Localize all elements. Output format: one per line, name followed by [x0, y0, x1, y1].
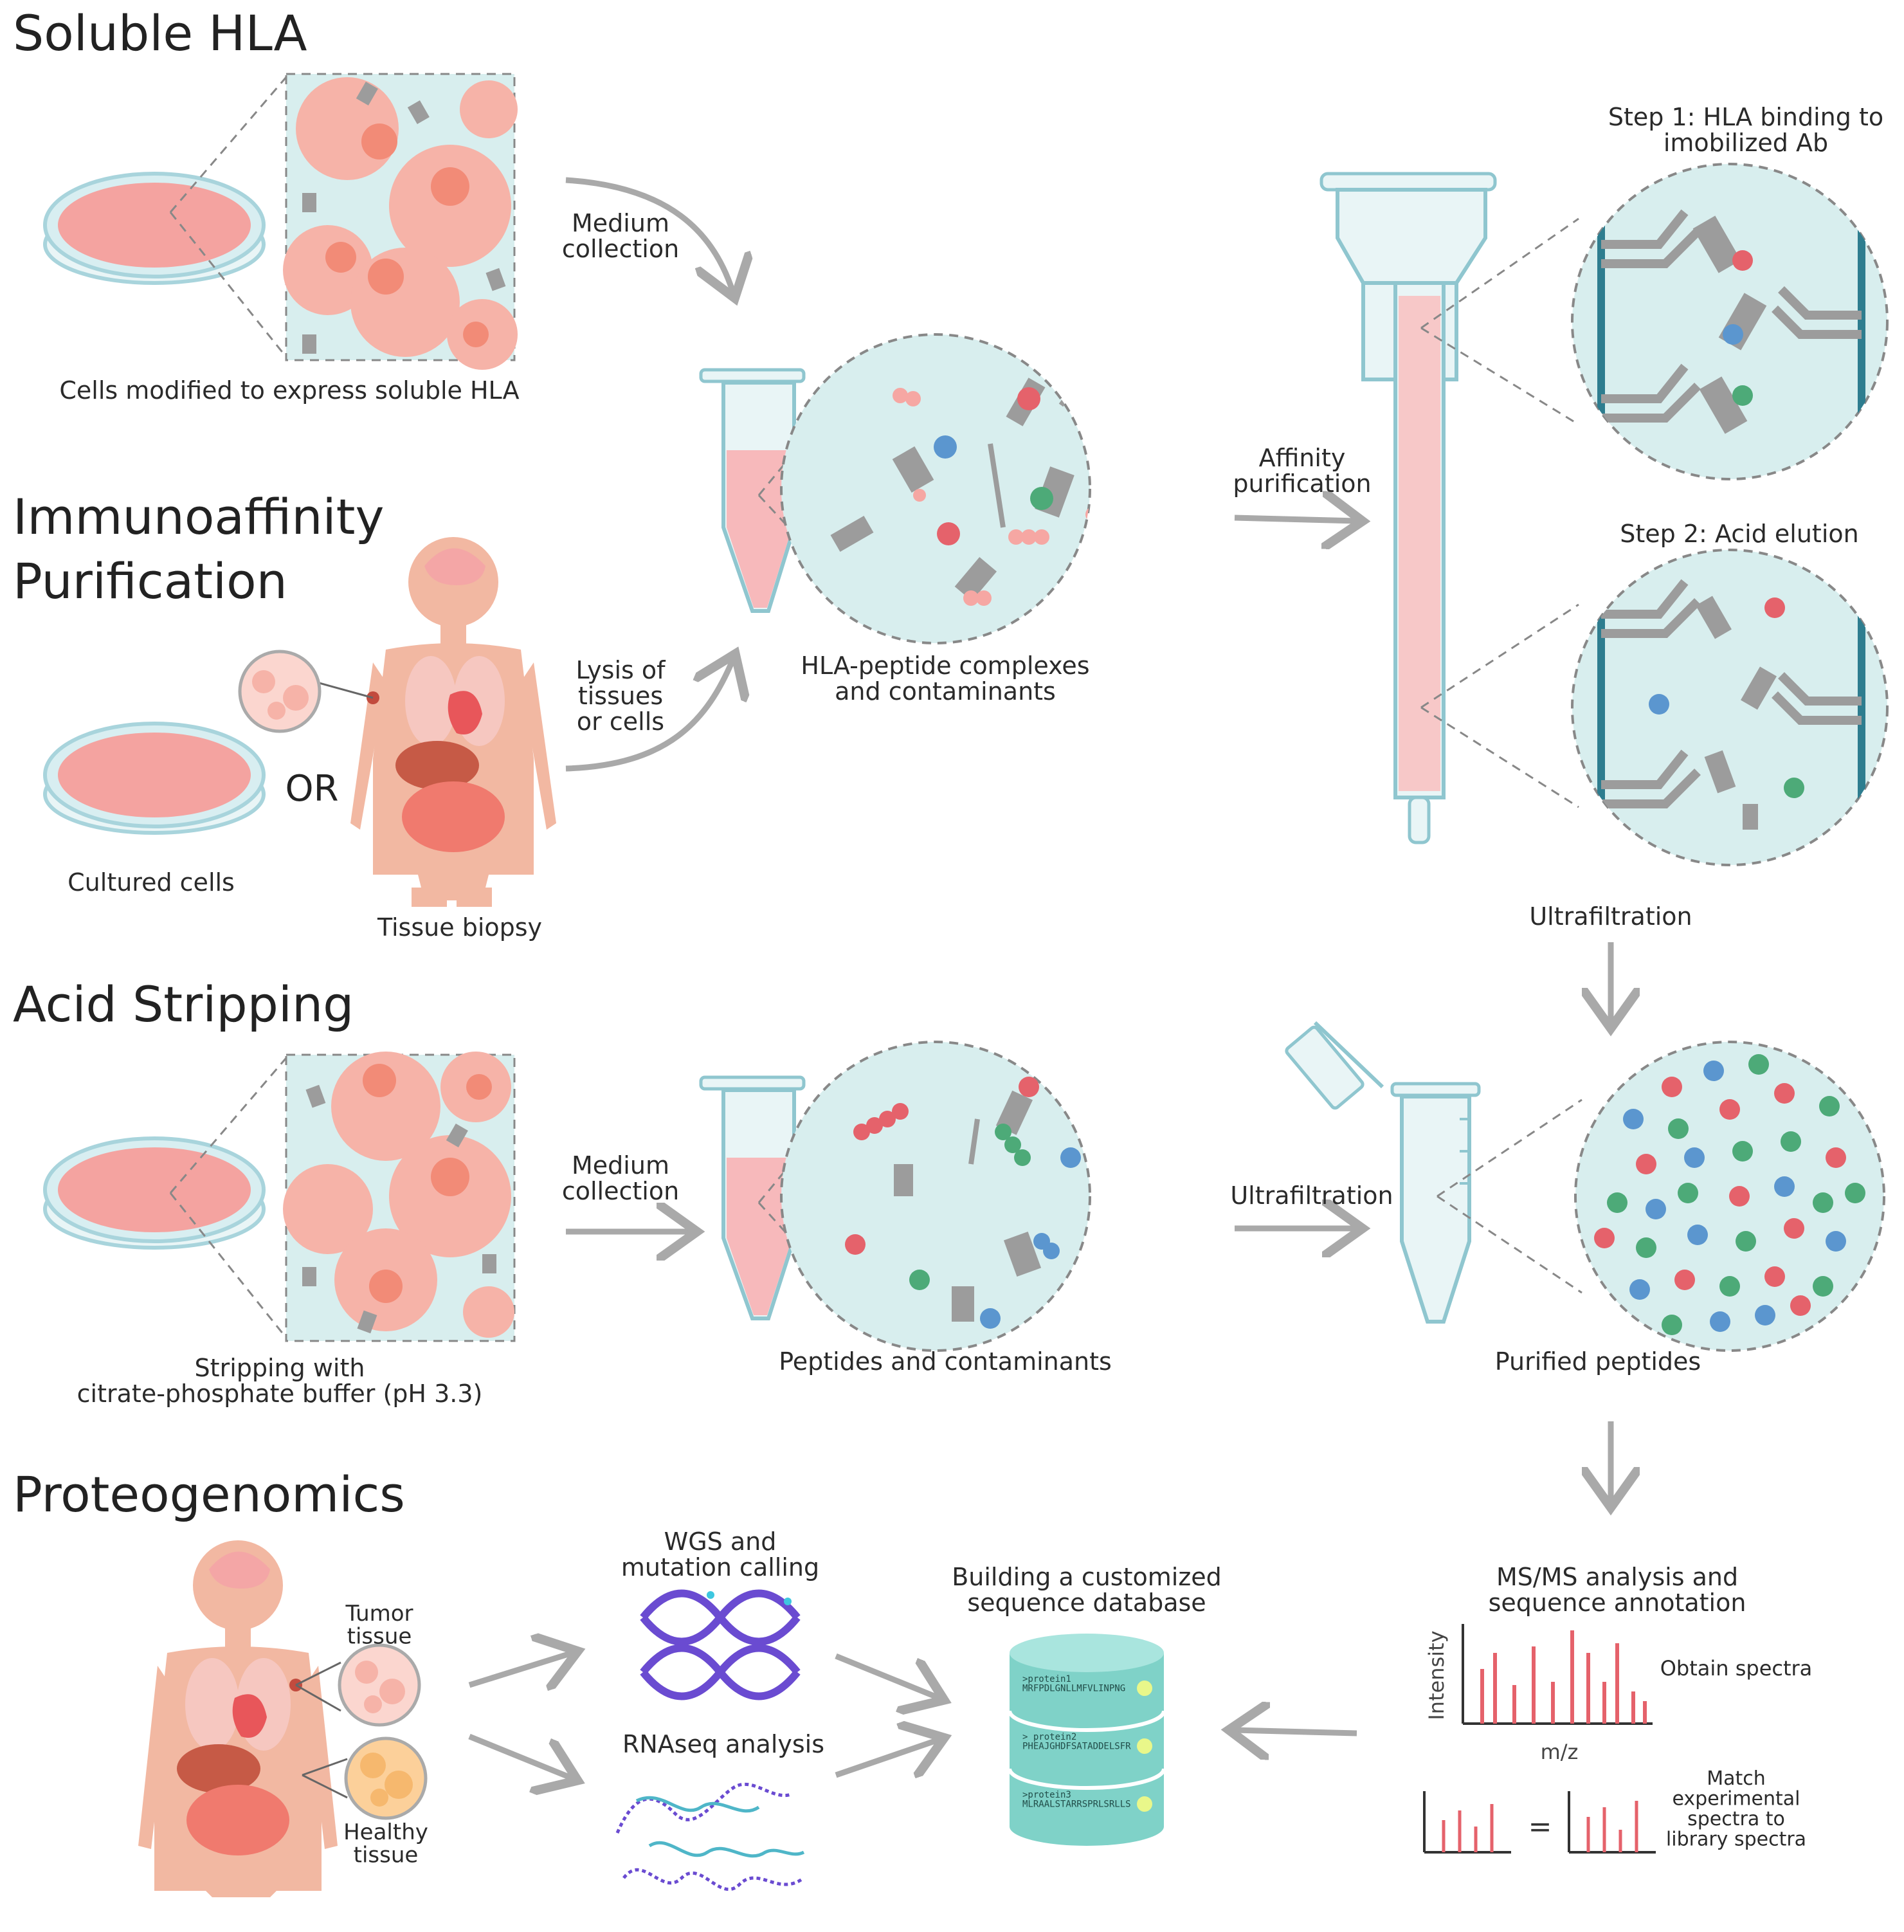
zoom-lines-purified — [1437, 1098, 1582, 1294]
cells-modified-label: Cells modified to express soluble HLA — [59, 376, 519, 405]
section-title-immunoaffinity-2: Purification — [13, 552, 287, 610]
cells-panel-soluble — [283, 73, 518, 370]
zoom-lines-soluble — [169, 77, 287, 358]
or-label: OR — [286, 768, 339, 810]
human-body-biopsy — [350, 537, 556, 907]
arrows-to-sequencing — [468, 1653, 572, 1778]
step2-zoom-circle — [1571, 549, 1889, 866]
purified-peptides-zoom-circle — [1574, 1041, 1885, 1352]
petri-dish-soluble — [43, 172, 266, 285]
zoom-lines-acid — [169, 1057, 287, 1338]
rna-strands-icon — [615, 1782, 805, 1891]
section-title-soluble-hla: Soluble HLA — [13, 5, 307, 62]
arrow-lysis — [565, 659, 733, 772]
step2-label: Step 2: Acid elution — [1620, 520, 1858, 548]
eppendorf-tube-2 — [699, 1075, 806, 1320]
obtain-spectra-label: Obtain spectra — [1660, 1656, 1813, 1681]
affinity-column — [1319, 172, 1497, 844]
step1-zoom-circle — [1571, 163, 1889, 480]
human-body-proteogenomics — [138, 1540, 338, 1897]
intensity-axis-label: Intensity — [1424, 1630, 1449, 1720]
purified-peptides-label: Purified peptides — [1495, 1347, 1701, 1376]
section-title-proteogenomics: Proteogenomics — [13, 1466, 405, 1523]
healthy-tissue-circle — [302, 1736, 428, 1820]
section-title-acid-stripping: Acid Stripping — [13, 976, 354, 1033]
rnaseq-label: RNAseq analysis — [622, 1730, 824, 1758]
petri-dish-acid — [43, 1136, 266, 1250]
spectra-match-icon — [1423, 1791, 1656, 1854]
peptides-contaminants-zoom-circle — [780, 1041, 1091, 1352]
arrow-medium-collection-1 — [565, 177, 733, 293]
peptides-contaminants-label: Peptides and contaminants — [779, 1347, 1112, 1376]
biopsy-zoom-circle — [238, 650, 374, 733]
spectrum-chart — [1462, 1624, 1653, 1725]
equals-sign: = — [1528, 1810, 1552, 1843]
database-icon — [1008, 1634, 1166, 1846]
ultrafiltration-top-label: Ultrafiltration — [1529, 902, 1692, 931]
mz-axis-label: m/z — [1541, 1740, 1579, 1764]
ultrafiltration-tube — [1285, 1021, 1481, 1324]
cells-panel-acid — [283, 1052, 516, 1342]
arrow-affinity — [1234, 518, 1357, 521]
tissue-biopsy-label: Tissue biopsy — [377, 913, 542, 942]
arrow-from-msms — [1235, 1730, 1357, 1733]
petri-dish-cultured — [43, 722, 266, 835]
section-title-immunoaffinity-1: Immunoaffinity — [13, 488, 384, 545]
cultured-cells-label: Cultured cells — [68, 868, 235, 897]
ultrafiltration-mid-label: Ultrafiltration — [1230, 1181, 1393, 1210]
dna-helix-icon — [640, 1589, 801, 1700]
zoom-lines-column — [1420, 217, 1579, 808]
eppendorf-tube-1 — [699, 368, 806, 613]
arrows-to-database — [835, 1653, 939, 1775]
tumor-tissue-circle — [295, 1643, 421, 1727]
complexes-zoom-circle — [780, 333, 1091, 644]
